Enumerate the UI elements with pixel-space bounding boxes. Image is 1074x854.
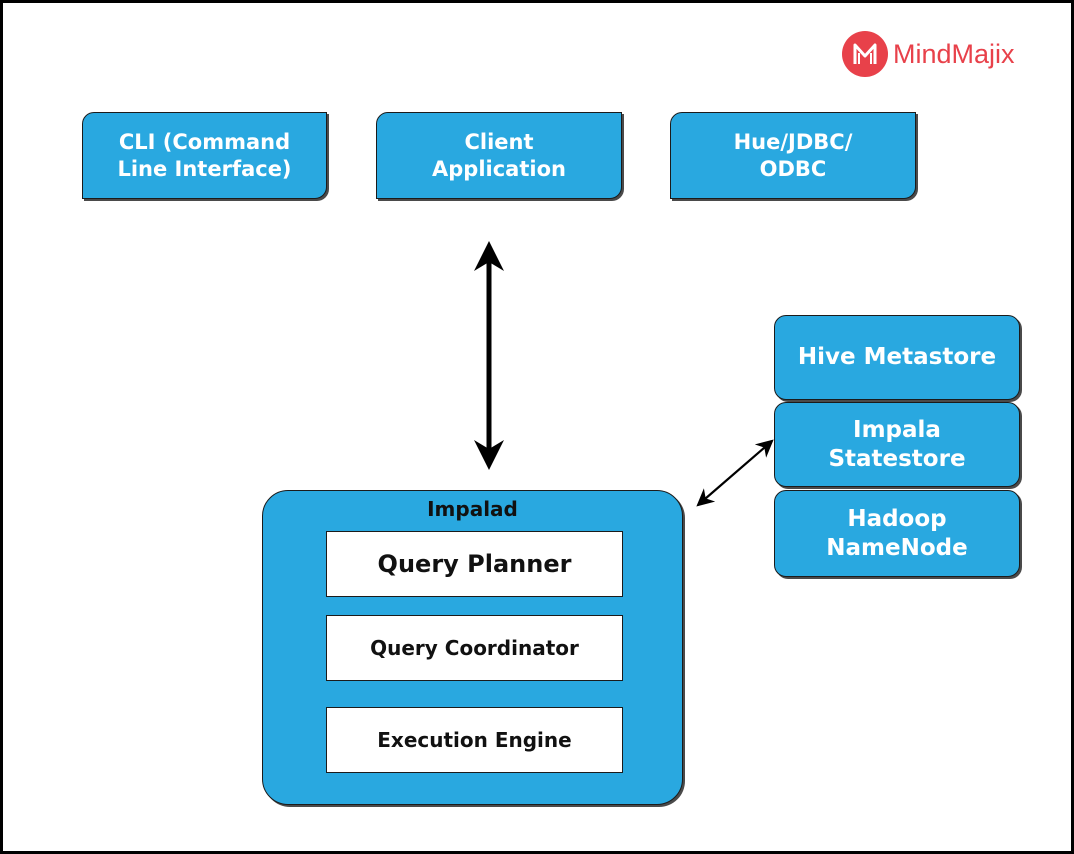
impala-statestore-label-line1: Impala [853, 416, 941, 443]
hadoop-namenode-label-line2: NameNode [826, 534, 968, 561]
hue-jdbc-odbc-box: Hue/JDBC/ ODBC [670, 112, 916, 199]
impalad-box: Impalad Query Planner Query Coordinator … [262, 490, 683, 805]
hue-jdbc-odbc-label-line1: Hue/JDBC/ [733, 130, 853, 155]
cli-label-line2: Line Interface) [117, 156, 292, 181]
impalad-title: Impalad [427, 497, 518, 521]
client-application-box: Client Application [376, 112, 622, 199]
mindmajix-logo-text: MindMajix [893, 38, 1015, 69]
impala-statestore-label-line2: Statestore [828, 445, 966, 472]
impalad-statestore-arrow [696, 439, 774, 507]
query-coordinator-box: Query Coordinator [326, 615, 623, 681]
execution-engine-label: Execution Engine [377, 728, 572, 752]
query-planner-label: Query Planner [377, 550, 572, 578]
cli-box: CLI (Command Line Interface) [82, 112, 327, 199]
hadoop-namenode-label-line1: Hadoop [847, 505, 947, 532]
hive-metastore-label: Hive Metastore [797, 344, 997, 371]
execution-engine-box: Execution Engine [326, 707, 623, 773]
mindmajix-logo-icon [842, 31, 888, 77]
client-application-label-line1: Client [464, 130, 534, 155]
impala-statestore-box: Impala Statestore [774, 402, 1020, 487]
hue-jdbc-odbc-label-line2: ODBC [759, 156, 827, 181]
query-planner-box: Query Planner [326, 531, 623, 597]
mindmajix-logo: MindMajix [842, 30, 1015, 78]
hive-metastore-box: Hive Metastore [774, 315, 1020, 400]
cli-label-line1: CLI (Command [118, 130, 291, 155]
hadoop-namenode-box: Hadoop NameNode [774, 490, 1020, 577]
client-application-label-line2: Application [432, 156, 566, 181]
query-coordinator-label: Query Coordinator [370, 636, 579, 660]
